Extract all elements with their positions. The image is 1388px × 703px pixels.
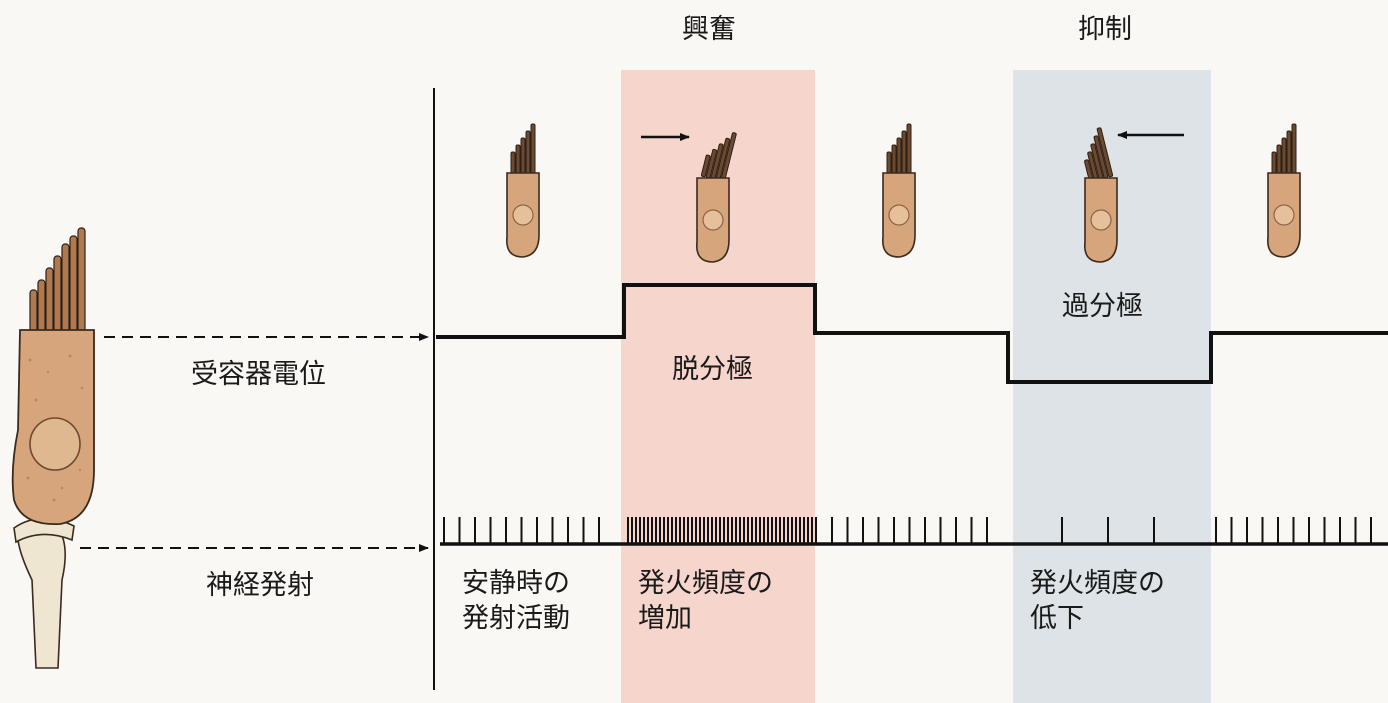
depolarization-label: 脱分極 [672, 354, 753, 385]
hair-cell-icon [882, 123, 916, 258]
large-hair-cell-illustration [11, 227, 95, 669]
resting-firing-label: 安静時の 発射活動 [462, 566, 570, 636]
decrease-firing-line-1: 発火頻度の [1030, 568, 1165, 599]
inhibition-title: 抑制 [1078, 14, 1132, 45]
hair-cell-icon [1267, 123, 1301, 258]
hyperpolarization-label: 過分極 [1062, 291, 1143, 322]
decrease-firing-label: 発火頻度の 低下 [1030, 566, 1165, 636]
hair-cell-icon [1084, 127, 1118, 263]
increase-firing-line-2: 増加 [638, 603, 692, 635]
spike-train [443, 517, 1372, 544]
small-hair-cells [506, 123, 1301, 263]
increase-firing-label: 発火頻度の 増加 [638, 566, 773, 636]
excitation-title: 興奮 [682, 14, 736, 45]
resting-firing-line-2: 発射活動 [462, 603, 570, 635]
increase-firing-line-1: 発火頻度の [638, 568, 773, 599]
receptor-potential-label: 受容器電位 [191, 359, 326, 390]
hair-cell-icon [696, 132, 737, 263]
receptor-potential-trace [436, 283, 1388, 384]
nerve-firing-label: 神経発射 [206, 570, 314, 601]
resting-firing-line-1: 安静時の [462, 568, 570, 599]
hair-cell-icon [506, 123, 540, 258]
decrease-firing-line-2: 低下 [1030, 603, 1084, 635]
